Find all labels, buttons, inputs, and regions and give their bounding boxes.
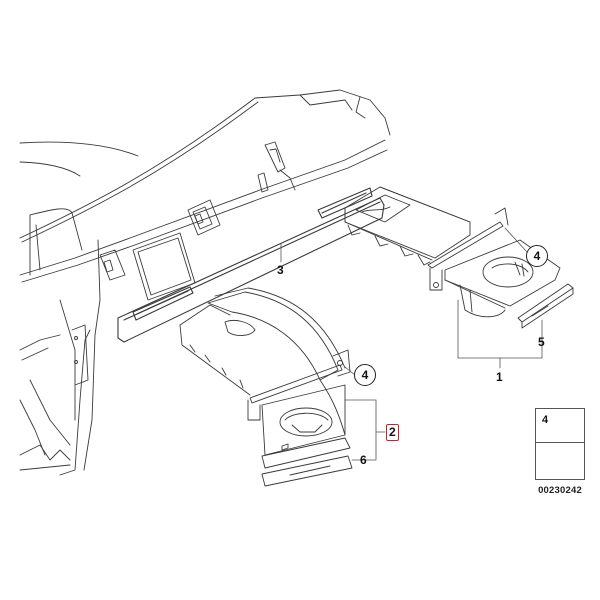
screw-icon — [564, 413, 578, 439]
callout-3[interactable]: 3 — [277, 263, 284, 277]
direction-arrow-icon — [540, 447, 582, 477]
callout-6[interactable]: 6 — [360, 453, 367, 467]
diagram-code: 00230242 — [538, 485, 582, 496]
callout-5[interactable]: 5 — [538, 335, 545, 349]
legend-item-number: 4 — [542, 414, 549, 426]
trim-strip-drawing — [117, 187, 385, 343]
callout-4-lower[interactable]: 4 — [354, 364, 376, 386]
cup-holder-left-drawing — [179, 287, 353, 487]
legend-box: 4 — [535, 408, 585, 480]
callout-4-upper[interactable]: 4 — [526, 245, 548, 267]
leader-lines — [280, 227, 543, 461]
callout-4-lower-label: 4 — [361, 368, 369, 382]
callout-1[interactable]: 1 — [496, 370, 503, 384]
legend-divider — [536, 442, 584, 443]
cup-holder-right-drawing — [344, 186, 574, 329]
callout-4-upper-label: 4 — [533, 249, 541, 263]
callout-2-highlighted[interactable]: 2 — [386, 424, 399, 441]
